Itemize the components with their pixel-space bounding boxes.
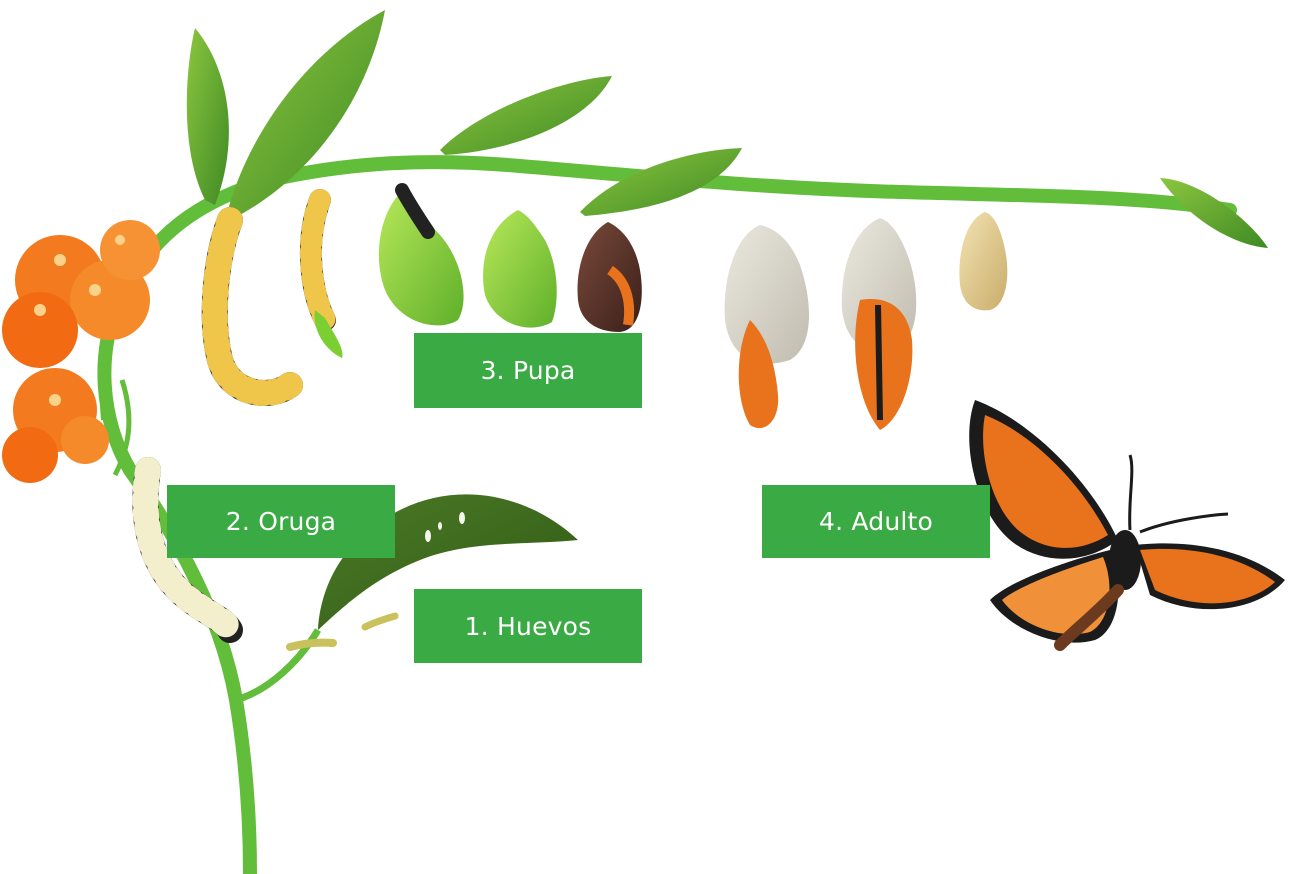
monarch-butterfly-icon xyxy=(969,400,1285,645)
stage-label-pupa: 3. Pupa xyxy=(414,333,642,408)
milkweed-flower-icon xyxy=(2,220,160,483)
stage-label-adult: 4. Adulto xyxy=(762,485,990,558)
stage-label-larva: 2. Oruga xyxy=(167,485,395,558)
stage-label-eggs: 1. Huevos xyxy=(414,589,642,663)
empty-chrysalis-icon xyxy=(725,212,1008,430)
